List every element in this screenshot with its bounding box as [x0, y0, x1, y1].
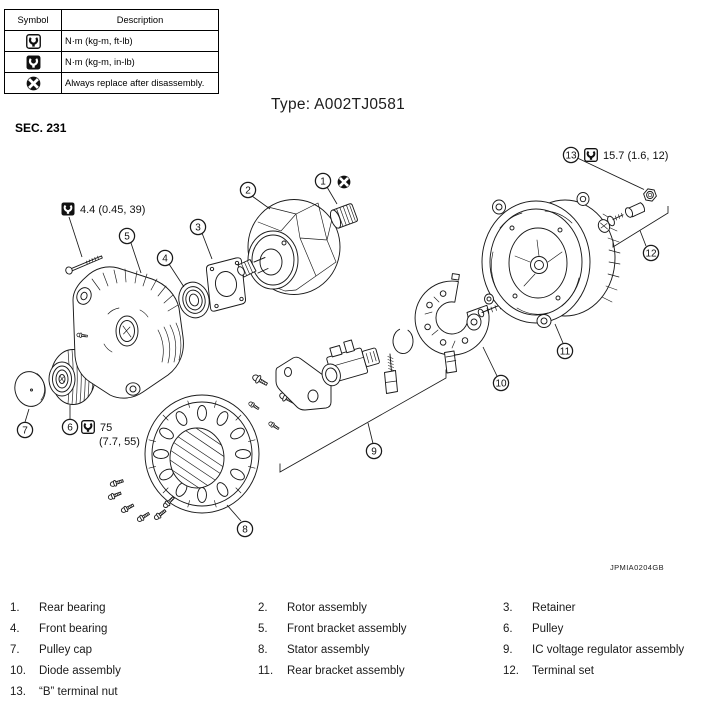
- part-list-item-7: 7.Pulley cap: [10, 643, 93, 656]
- part-list-item-3: 3.Retainer: [503, 601, 576, 614]
- torque-label-through-bolt: 4.4 (0.45, 39): [61, 202, 145, 216]
- bracket-terminal-set: [612, 206, 669, 248]
- part-front-bracket: [72, 266, 184, 399]
- svg-text:2: 2: [245, 186, 251, 197]
- brush-spring: [384, 353, 398, 394]
- svg-text:15.7 (1.6, 12): 15.7 (1.6, 12): [603, 150, 668, 162]
- callout-4: 4: [156, 249, 174, 267]
- part-list-item-9: 9.IC voltage regulator assembly: [503, 643, 685, 656]
- part-list-item-1: 1.Rear bearing: [10, 601, 106, 614]
- legend-row-replace: Always replace after disassembly.: [4, 72, 219, 94]
- callout-12: 12: [642, 244, 660, 262]
- callout-13: 13: [562, 146, 580, 164]
- svg-text:12: 12: [645, 249, 657, 260]
- part-list-item-12: 12.Terminal set: [503, 664, 594, 677]
- svg-text:6: 6: [67, 423, 73, 434]
- svg-text:11: 11: [560, 347, 571, 358]
- torque-label-b-terminal-nut: 15.7 (1.6, 12): [584, 148, 668, 162]
- part-list-item-4: 4.Front bearing: [10, 622, 108, 635]
- svg-text:4.4 (0.45, 39): 4.4 (0.45, 39): [80, 204, 145, 216]
- svg-text:8: 8: [242, 525, 248, 536]
- callout-8: 8: [236, 520, 254, 538]
- b-terminal-nut-shape: [643, 188, 657, 202]
- part-list-item-8: 8.Stator assembly: [258, 643, 370, 656]
- callout-11: 11: [556, 342, 574, 360]
- svg-text:13: 13: [565, 151, 577, 162]
- svg-text:3: 3: [195, 223, 201, 234]
- part-terminal-set: [597, 188, 657, 233]
- svg-text:7: 7: [22, 426, 28, 437]
- part-list-item-11: 11.Rear bracket assembly: [258, 664, 405, 677]
- figure-code: JPMIA0204GB: [610, 563, 664, 572]
- svg-text:4: 4: [162, 254, 168, 265]
- torque-label-pulley: 75 (7.7, 55): [81, 420, 140, 448]
- symbol-legend-table: Symbol Description N·m (kg-m, ft-lb) N·m…: [4, 9, 219, 94]
- torque-ftlb-icon: [584, 148, 598, 162]
- through-bolt: [65, 255, 103, 275]
- section-label: SEC. 231: [15, 121, 67, 135]
- callout-1: 1: [314, 172, 332, 190]
- replace-after-disassembly-icon: [337, 175, 351, 189]
- svg-text:5: 5: [124, 232, 130, 243]
- part-regulator-assembly: [247, 328, 414, 432]
- svg-text:10: 10: [495, 379, 507, 390]
- svg-text:9: 9: [371, 447, 377, 458]
- callout-10: 10: [492, 374, 510, 392]
- callout-2: 2: [239, 181, 257, 199]
- part-list-item-2: 2.Rotor assembly: [258, 601, 367, 614]
- legend-description: Always replace after disassembly.: [61, 72, 219, 94]
- callout-5: 5: [118, 227, 136, 245]
- part-rotor: [237, 199, 341, 295]
- part-stator: [144, 394, 260, 514]
- type-label: Type: A002TJ0581: [271, 96, 406, 113]
- bracket-regulator-group: [279, 369, 447, 473]
- callout-6: 6: [61, 418, 79, 436]
- part-list-item-6: 6.Pulley: [503, 622, 564, 635]
- svg-text:75: 75: [100, 422, 112, 434]
- parts-list: 1.Rear bearing 2.Rotor assembly 3.Retain…: [10, 597, 710, 702]
- leader-lines: [24, 157, 669, 522]
- part-front-bearing: [178, 281, 210, 319]
- part-diode-assembly: [414, 273, 514, 374]
- callout-7: 7: [16, 421, 34, 439]
- part-list-item-10: 10.Diode assembly: [10, 664, 121, 677]
- svg-text:1: 1: [320, 177, 326, 188]
- legend-row-ftlb: N·m (kg-m, ft-lb): [4, 30, 219, 52]
- callout-9: 9: [365, 442, 383, 460]
- torque-ftlb-icon: [81, 420, 95, 434]
- callout-3: 3: [189, 218, 207, 236]
- part-rear-bearing: [329, 203, 358, 229]
- part-list-item-13: 13.“B” terminal nut: [10, 685, 118, 698]
- svg-text:(7.7, 55): (7.7, 55): [99, 436, 140, 448]
- part-rear-bracket: [481, 192, 621, 328]
- torque-inlb-icon: [61, 202, 75, 216]
- part-list-item-5: 5.Front bracket assembly: [258, 622, 407, 635]
- part-retainer: [205, 257, 247, 312]
- part-pulley-cap: [14, 371, 46, 407]
- snap-ring: [392, 328, 414, 355]
